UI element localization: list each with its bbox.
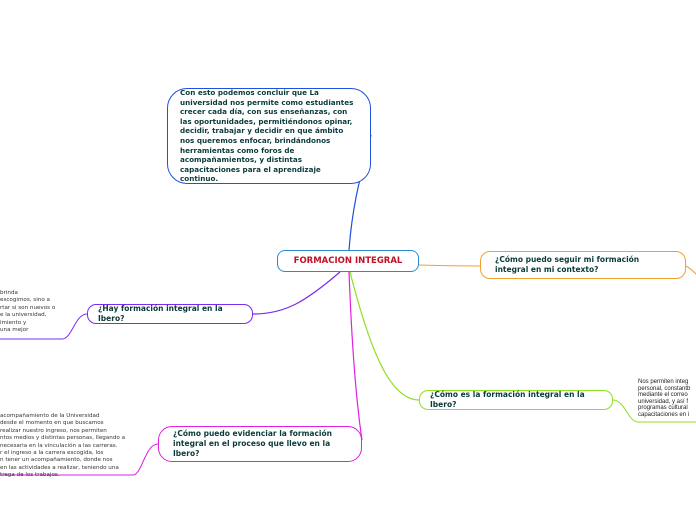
note-evidenciar: acompañamiento de la Universidad desde e… [0, 413, 125, 480]
note-line: n tener un acompañamiento, donde nos [0, 457, 113, 464]
note-line: personal, constantb [638, 385, 691, 392]
note-line: una mejor [0, 327, 29, 334]
note-line: programas cultural [638, 405, 688, 412]
note-line: realizar nuestro ingreso, nos permiten [0, 427, 107, 434]
note-line: mediante el correo [638, 392, 688, 399]
link-como-es-note [612, 399, 696, 423]
branch-como-es-label: ¿Cómo es la formación integral en la Ibe… [430, 390, 585, 409]
link-evidenciar [348, 271, 363, 441]
note-line: desde el momento en que buscamos [0, 420, 104, 427]
note-line: acompañamiento de la Universidad [0, 413, 100, 419]
note-hay: brinda escogimos, sino a rtar si son nue… [0, 290, 55, 334]
link-hay-note [0, 313, 88, 340]
branch-hay[interactable]: ¿Hay formación integral en la Ibero? [87, 304, 253, 324]
note-line: trega de los trabajos. [0, 472, 60, 479]
branch-evidenciar-label: ¿Cómo puedo evidenciar la formación inte… [173, 429, 332, 458]
central-topic[interactable]: FORMACION INTEGRAL [277, 250, 419, 272]
link-context [418, 264, 481, 267]
note-line: necesaria en la vinculación a las carrer… [0, 442, 118, 449]
note-line: escogimos, sino a [0, 297, 50, 304]
top-summary-node[interactable]: Con esto podemos concluir que La univers… [167, 88, 371, 184]
note-line: r el ingreso a la carrera escogida, los [0, 450, 104, 457]
note-line: ntos medios y distintas personas, llegan… [0, 435, 126, 442]
note-line: imiento y [0, 319, 27, 326]
note-line: e la universidad, [0, 312, 47, 319]
link-evidenciar-note [0, 443, 159, 476]
branch-como-es[interactable]: ¿Cómo es la formación integral en la Ibe… [419, 390, 613, 410]
note-line: Nos permiten integ [638, 379, 689, 385]
note-line: en las actividades a realizar, teniendo … [0, 464, 119, 471]
link-como-es [349, 271, 420, 401]
note-line: rtar si son nuevos o [0, 304, 56, 311]
central-topic-label: FORMACION INTEGRAL [293, 256, 403, 266]
note-line: capacitaciones en i [638, 411, 690, 418]
top-summary-text: Con esto podemos concluir que La univers… [180, 88, 354, 184]
branch-evidenciar[interactable]: ¿Cómo puedo evidenciar la formación inte… [158, 426, 362, 462]
note-line: universidad, y así f [638, 398, 689, 405]
note-line: brinda [0, 290, 18, 296]
link-context-out [685, 265, 696, 275]
note-como-es: Nos permiten integ personal, constantb m… [638, 379, 690, 419]
link-hay [252, 271, 341, 315]
branch-context-label: ¿Cómo puedo seguir mi formación integral… [495, 255, 640, 274]
branch-hay-label: ¿Hay formación integral en la Ibero? [98, 304, 223, 323]
branch-context[interactable]: ¿Cómo puedo seguir mi formación integral… [480, 251, 686, 279]
